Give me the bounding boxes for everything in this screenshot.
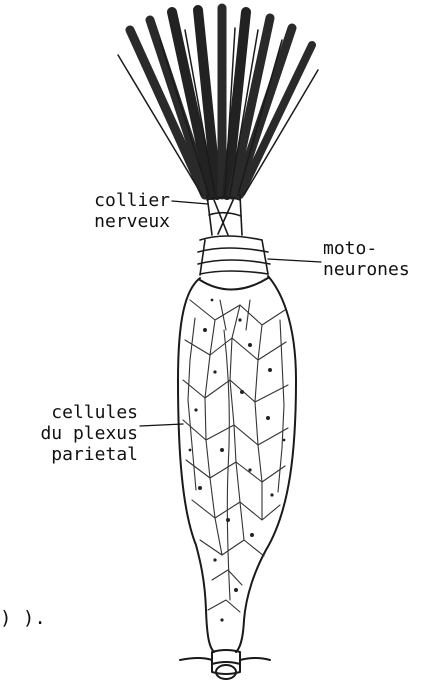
- moto-leader-line: [268, 259, 321, 262]
- du-plexus-label-line: du plexus: [28, 423, 138, 444]
- neurones-label-line: neurones: [323, 259, 438, 280]
- leader-lines: [140, 201, 321, 426]
- neck-region: [198, 195, 270, 275]
- collier-label-line: collier: [70, 190, 170, 211]
- nerveux-label-line: nerveux: [70, 211, 170, 232]
- collier-leader-line: [172, 201, 208, 204]
- cellules-leader-line: [140, 424, 183, 426]
- caption-fragment: ) ).: [0, 608, 46, 629]
- nerve-plexus: [183, 300, 288, 612]
- tentacle-crown: [118, 8, 318, 195]
- collier-nerveux-label: collier nerveux: [70, 190, 170, 232]
- cellules-label-line: cellules: [28, 402, 138, 423]
- cellules-plexus-label: cellules du plexus parietal: [28, 402, 138, 465]
- parietal-label-line: parietal: [28, 444, 138, 465]
- moto-label-line: moto-: [323, 238, 438, 259]
- motoneurones-label: moto- neurones: [323, 238, 438, 280]
